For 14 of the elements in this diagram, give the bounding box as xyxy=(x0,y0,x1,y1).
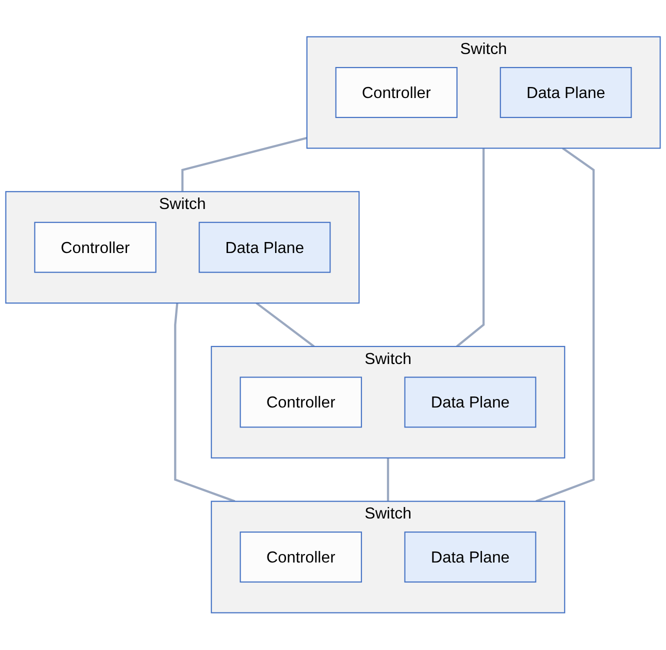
node-box: Controller xyxy=(34,222,156,274)
connector xyxy=(536,148,595,503)
node-box: Data Plane xyxy=(404,376,536,428)
connector xyxy=(256,302,315,348)
connector xyxy=(174,303,236,503)
connector xyxy=(386,458,390,502)
connector xyxy=(181,137,308,192)
node-box: Controller xyxy=(240,532,362,583)
node-box: Data Plane xyxy=(500,67,632,118)
node-box: Controller xyxy=(240,376,362,428)
node-box: Data Plane xyxy=(404,532,536,583)
node-box: Controller xyxy=(335,67,458,118)
node-box: Data Plane xyxy=(198,222,331,274)
connector xyxy=(456,148,485,348)
